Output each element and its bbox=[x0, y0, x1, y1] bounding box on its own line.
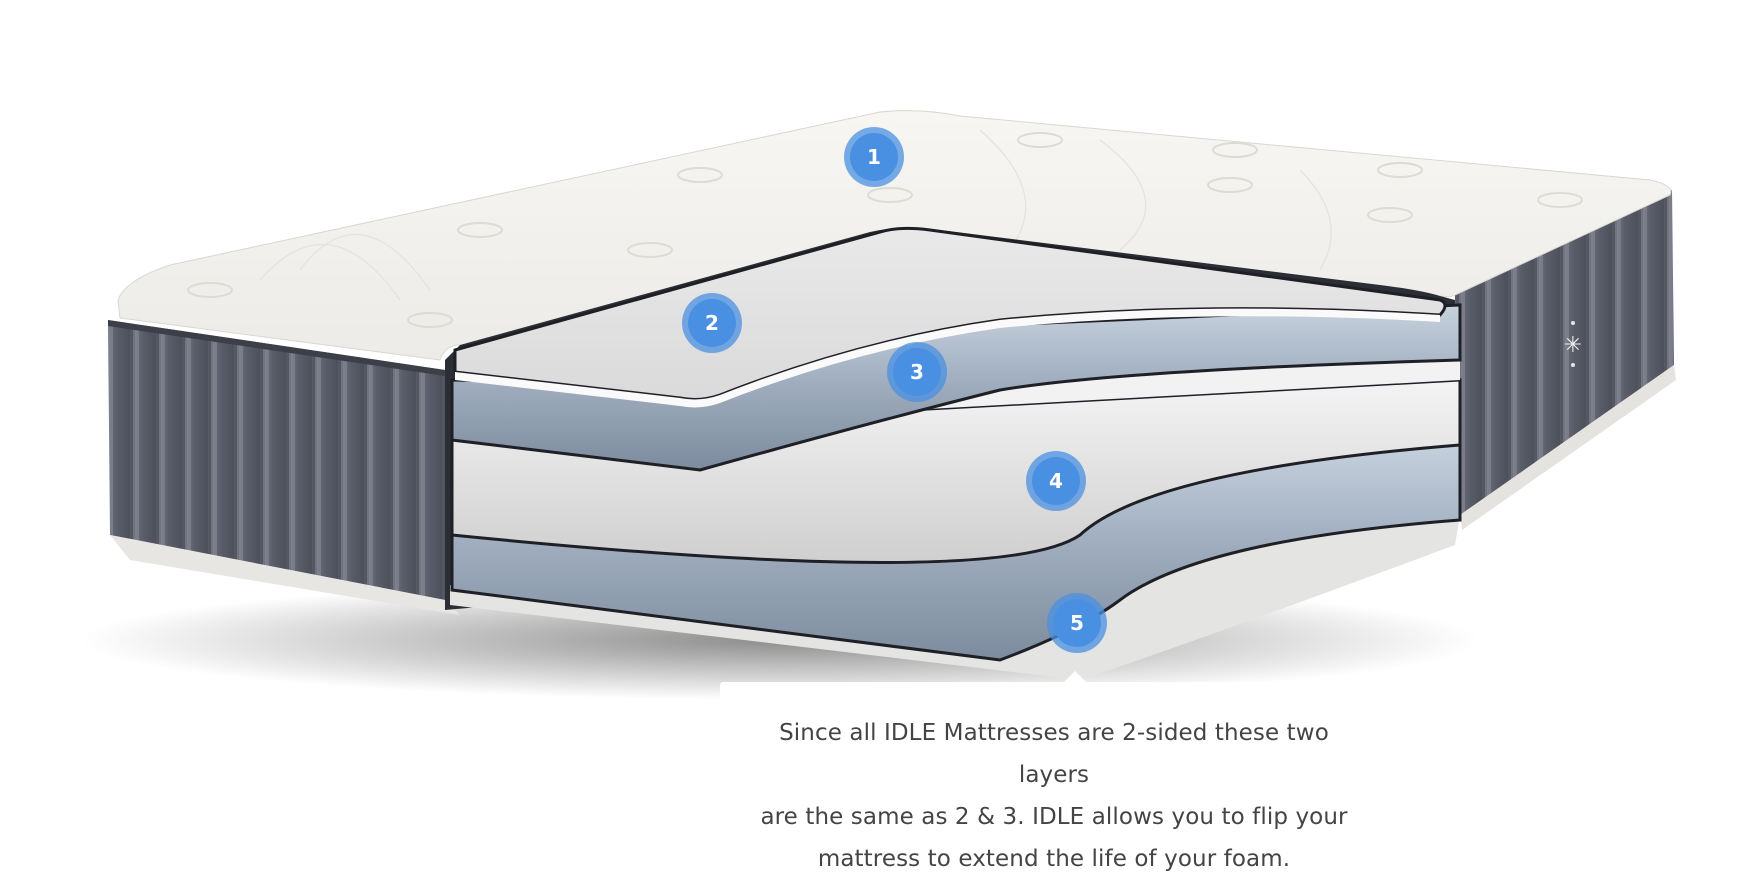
tooltip-arrow bbox=[1063, 671, 1087, 683]
layer-marker-2-label: 2 bbox=[688, 299, 736, 347]
layer-marker-2[interactable]: 2 bbox=[682, 293, 742, 353]
layer-marker-3-label: 3 bbox=[893, 348, 941, 396]
snowflake-icon: ✳ bbox=[1564, 321, 1582, 367]
tooltip-line-2: are the same as 2 & 3. IDLE allows you t… bbox=[760, 804, 1348, 830]
layer-marker-1-label: 1 bbox=[850, 133, 898, 181]
layer-marker-5-label: 5 bbox=[1053, 599, 1101, 647]
tooltip-line-1: Since all IDLE Mattresses are 2-sided th… bbox=[779, 720, 1329, 788]
layer-marker-1[interactable]: 1 bbox=[844, 127, 904, 187]
tooltip-line-3: mattress to extend the life of your foam… bbox=[817, 846, 1291, 872]
layer-marker-3[interactable]: 3 bbox=[887, 342, 947, 402]
layer-info-tooltip: Since all IDLE Mattresses are 2-sided th… bbox=[720, 671, 1388, 892]
svg-text:✳: ✳ bbox=[1564, 333, 1582, 358]
layer-marker-5[interactable]: 5 bbox=[1047, 593, 1107, 653]
layer-marker-4-label: 4 bbox=[1032, 457, 1080, 505]
layer-marker-4[interactable]: 4 bbox=[1026, 451, 1086, 511]
